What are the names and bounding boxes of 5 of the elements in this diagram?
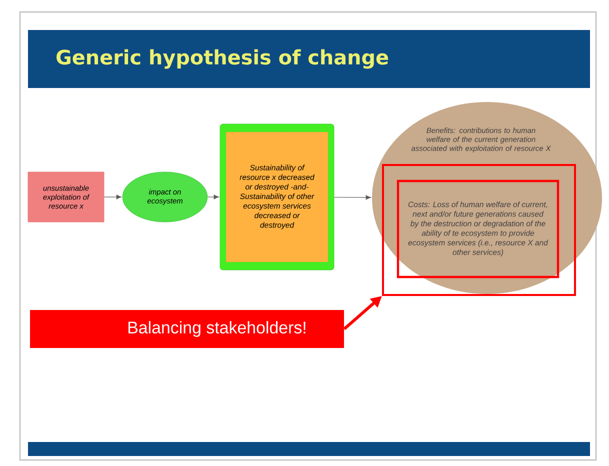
callout-banner: Balancing stakeholders! <box>30 310 344 348</box>
arrow <box>104 194 122 200</box>
arrow <box>207 194 219 200</box>
arrow <box>334 195 371 200</box>
title-bar: Generic hypothesis of change <box>28 30 590 88</box>
